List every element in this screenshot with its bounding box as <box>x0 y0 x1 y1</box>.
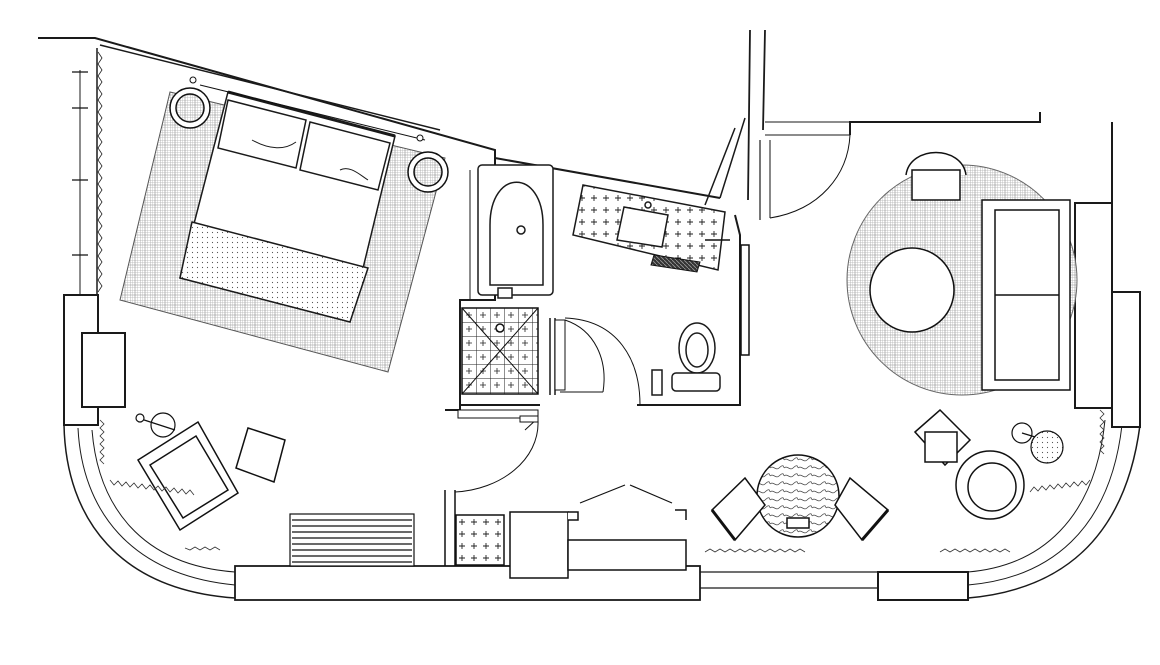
curtain-icon-bay-left <box>99 419 221 551</box>
shower-icon <box>461 307 539 395</box>
bath-mat-icon <box>650 254 701 273</box>
armchair-icon-living-top <box>905 151 967 201</box>
curtain-icon <box>97 51 103 293</box>
armchair-icon <box>136 420 240 532</box>
nightstand-lamp-icon-right <box>407 151 449 193</box>
toilet-icon <box>651 322 721 396</box>
armchair-icon-living-1 <box>913 408 972 467</box>
nightstand-lamp-icon <box>169 87 211 129</box>
sofa-icon <box>981 199 1071 391</box>
radiator-icon <box>289 513 415 567</box>
door-swing-icon <box>554 319 605 393</box>
door-swing-icon-entry <box>454 415 539 493</box>
window-icon-left <box>72 71 88 256</box>
vanity-sink-icon <box>572 184 726 271</box>
dining-chair-icon <box>710 476 766 542</box>
entry-closet <box>444 484 687 579</box>
bathtub-icon <box>477 164 554 299</box>
bathroom <box>445 158 741 411</box>
armchair-icon-living-2 <box>955 450 1025 520</box>
dining-chair-icon-right <box>834 476 890 542</box>
curtain-icon-bay-right <box>704 409 1105 553</box>
door-swing-icon-bath-main <box>564 317 641 406</box>
headboard-rail <box>189 76 426 142</box>
door-swing-icon-living <box>769 134 851 219</box>
bed-icon <box>179 90 396 323</box>
dining-table-icon <box>756 454 840 538</box>
exterior-walls <box>38 29 1141 601</box>
potted-plant-icon <box>1030 430 1064 464</box>
coffee-table-icon <box>869 247 955 333</box>
floor-lamp-icon <box>135 412 176 438</box>
ottoman-icon <box>235 427 286 483</box>
mirror-icon <box>740 244 750 356</box>
